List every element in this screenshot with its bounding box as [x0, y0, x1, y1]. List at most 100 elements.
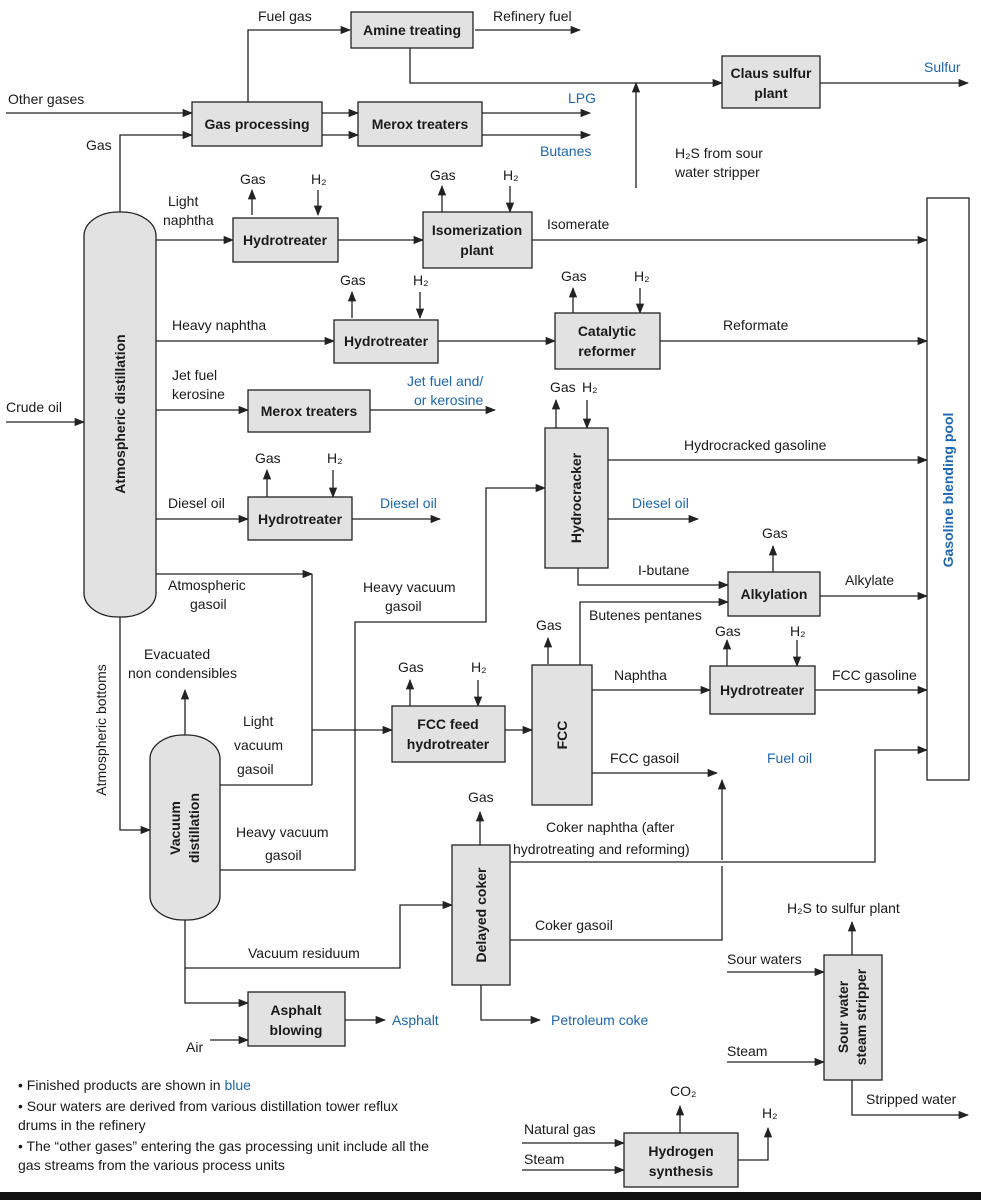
asphalt-label-1: Asphalt: [270, 1002, 322, 1018]
note-1-text: • Finished products are shown in: [18, 1077, 225, 1093]
fcc-feed-label-2: hydrotreater: [407, 736, 490, 752]
crude-oil-label: Crude oil: [6, 399, 62, 415]
ht4-h2: H₂: [790, 623, 806, 639]
hydrotreater-1-box: [232, 217, 339, 263]
hydrotreater-4-box: [709, 665, 816, 715]
hc-h2: H₂: [582, 379, 598, 395]
vacuum-label-1: Vacuum: [167, 801, 183, 855]
catref-label-1: Catalytic: [578, 323, 637, 339]
flow-lines: [6, 25, 970, 1175]
fcc-gas: Gas: [536, 617, 562, 633]
isomerization-label-2: plant: [460, 242, 494, 258]
note-2: • Sour waters are derived from various d…: [18, 1098, 398, 1133]
gas-processing-box: [191, 101, 323, 147]
merox-treaters-1-box: [357, 101, 483, 147]
fcc-label: FCC: [554, 721, 570, 750]
h2-out-label: H₂: [762, 1105, 778, 1121]
sour-waters-label: Sour waters: [727, 951, 802, 967]
hydrotreater-2-label: Hydrotreater: [344, 333, 429, 349]
butanes-product: Butanes: [540, 143, 591, 159]
steam-label-2: Steam: [524, 1151, 564, 1167]
fccfeed-h2: H₂: [471, 659, 487, 675]
evacuated-1: Evacuated: [144, 646, 210, 662]
diesel-product-1: Diesel oil: [380, 495, 437, 511]
catref-gas: Gas: [561, 268, 587, 284]
sulfur-product: Sulfur: [924, 59, 961, 75]
evacuated-2: non condensibles: [128, 665, 237, 681]
product-labels: Sulfur LPG Butanes Jet fuel and/ or kero…: [380, 59, 961, 1107]
hvgo-1: Heavy vacuum: [236, 824, 329, 840]
ht4-gas: Gas: [715, 623, 741, 639]
atmospheric-distillation-column: [83, 211, 157, 618]
vacuum-label-2: distillation: [186, 793, 202, 863]
isomerate-label: Isomerate: [547, 216, 609, 232]
ht3-gas: Gas: [255, 450, 281, 466]
hydrotreater-3-box: [247, 496, 353, 541]
isom-h2: H₂: [503, 167, 519, 183]
fcc-gasoil-label: FCC gasoil: [610, 750, 679, 766]
atm-bottoms-label: Atmospheric bottoms: [93, 664, 109, 796]
asphalt-product: Asphalt: [392, 1012, 439, 1028]
ht3-h2: H₂: [327, 450, 343, 466]
hydrocracked-gasoline-label: Hydrocracked gasoline: [684, 437, 827, 453]
ht2-gas: Gas: [340, 272, 366, 288]
delayed-coker-box: [451, 844, 511, 986]
natural-gas-label: Natural gas: [524, 1121, 596, 1137]
hvgo-2: gasoil: [265, 847, 302, 863]
amine-label: Amine treating: [363, 22, 461, 38]
unit-boxes: [83, 11, 970, 1188]
lpg-product: LPG: [568, 90, 596, 106]
asphalt-label-2: blowing: [270, 1022, 323, 1038]
alkylation-label: Alkylation: [741, 586, 808, 602]
vac-residuum-label: Vacuum residuum: [248, 945, 360, 961]
refinery-fuel-label: Refinery fuel: [493, 8, 572, 24]
fcc-feed-label-1: FCC feed: [417, 716, 478, 732]
coker-naphtha-1: Coker naphtha (after: [546, 819, 675, 835]
hc-gas: Gas: [550, 379, 576, 395]
jet-fuel-2: kerosine: [172, 386, 225, 402]
alkylate-label: Alkylate: [845, 572, 894, 588]
gasoline-pool-label: Gasoline blending pool: [940, 413, 956, 568]
ht1-gas: Gas: [240, 171, 266, 187]
claus-plant-box: [721, 55, 821, 109]
jet-fuel-product-2: or kerosine: [414, 392, 483, 408]
note-1: • Finished products are shown in blue: [18, 1076, 438, 1095]
light-naphtha-2: naphtha: [163, 212, 214, 228]
atm-gasoil-1: Atmospheric: [168, 577, 246, 593]
sour-water-stripper-box: [823, 954, 883, 1081]
sws-label-1: Sour water: [835, 980, 851, 1053]
lvgo-1: Light: [243, 713, 273, 729]
catref-label-2: reformer: [578, 343, 636, 359]
h2s-from-sour-1: H₂S from sour: [675, 145, 763, 161]
hvgo-top-2: gasoil: [385, 598, 422, 614]
butenes-label: Butenes pentanes: [589, 607, 702, 623]
sws-label-2: steam stripper: [853, 968, 869, 1065]
catalytic-reformer-box: [554, 312, 661, 370]
footnotes: • Finished products are shown in blue • …: [18, 1076, 438, 1177]
unit-labels: Amine treating Claus sulfur plant Gas pr…: [112, 22, 956, 1179]
hvgo-top-1: Heavy vacuum: [363, 579, 456, 595]
merox-2-label: Merox treaters: [261, 403, 358, 419]
gas-top-label: Gas: [86, 137, 112, 153]
hydrogen-synthesis-box: [623, 1132, 739, 1188]
coker-gasoil-label: Coker gasoil: [535, 917, 613, 933]
diesel-in-label: Diesel oil: [168, 495, 225, 511]
ht1-h2: H₂: [311, 171, 327, 187]
h2-synthesis-label-1: Hydrogen: [648, 1143, 713, 1159]
stripped-water-label: Stripped water: [866, 1091, 957, 1107]
alky-gas: Gas: [762, 525, 788, 541]
co2-label: CO₂: [670, 1083, 696, 1099]
other-gases-label: Other gases: [8, 91, 84, 107]
hydrotreater-1-label: Hydrotreater: [243, 232, 328, 248]
heavy-naphtha-label: Heavy naphtha: [172, 317, 266, 333]
light-naphtha-1: Light: [168, 193, 198, 209]
claus-label-2: plant: [754, 85, 788, 101]
alkylation-box: [727, 571, 821, 617]
jet-fuel-product-1: Jet fuel and/: [407, 373, 483, 389]
h2-synthesis-label-2: synthesis: [649, 1163, 714, 1179]
diesel-product-2: Diesel oil: [632, 495, 689, 511]
isomerization-box: [422, 211, 533, 269]
fuel-oil-product: Fuel oil: [767, 750, 812, 766]
lvgo-3: gasoil: [237, 761, 274, 777]
reformate-label: Reformate: [723, 317, 789, 333]
